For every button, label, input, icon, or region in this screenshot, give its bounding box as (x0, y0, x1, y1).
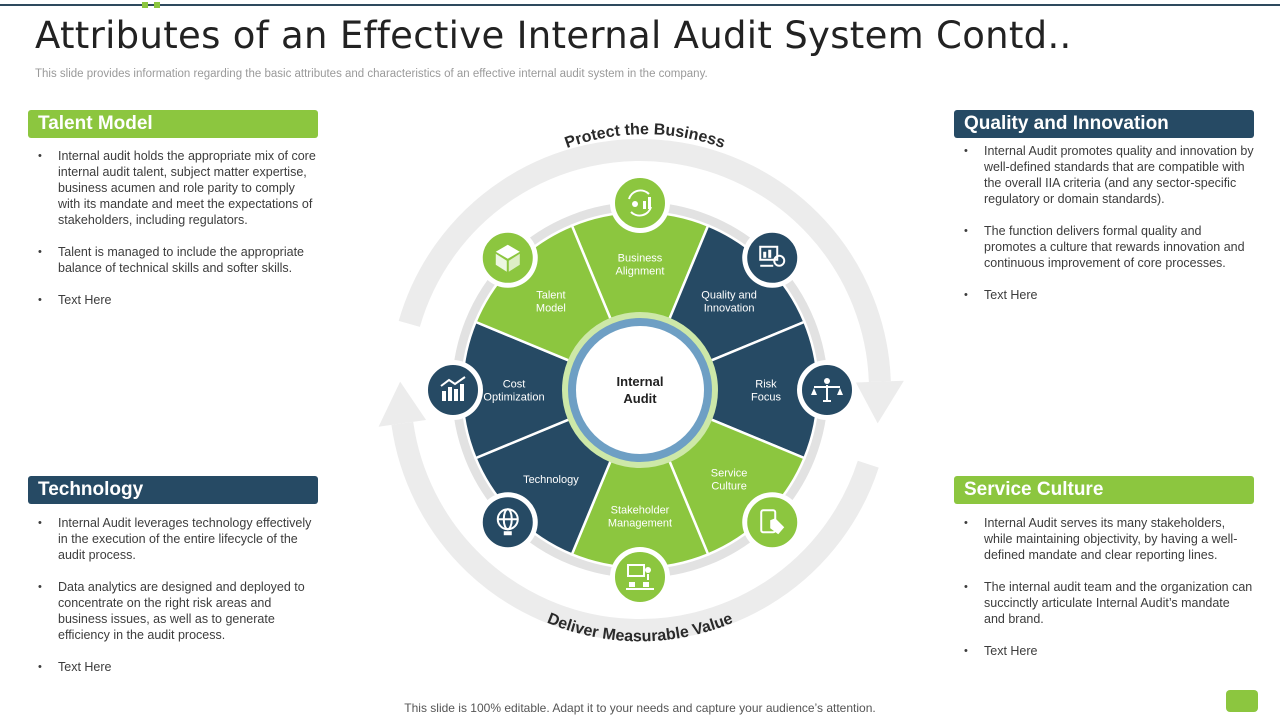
bullet-item: Internal Audit promotes quality and inno… (964, 143, 1254, 207)
footer-note: This slide is 100% editable. Adapt it to… (404, 701, 876, 715)
center-label-line2: Audit (623, 391, 657, 406)
segment-label: Stakeholder (611, 505, 670, 517)
bullet-item: Internal Audit serves its many stakehold… (964, 515, 1254, 563)
bullet-item: Text Here (964, 287, 1254, 303)
bullet-item: Text Here (964, 643, 1254, 659)
quality-innovation-bullets: Internal Audit promotes quality and inno… (954, 143, 1254, 319)
bullet-item: Text Here (38, 292, 318, 308)
slide-subtitle: This slide provides information regardin… (35, 68, 708, 80)
segment-label: Service (711, 468, 748, 480)
segment-label: Risk (755, 379, 777, 391)
segment-label: Culture (711, 481, 746, 493)
talent-model-header: Talent Model (28, 110, 318, 138)
center-disc (576, 326, 704, 454)
center-hub: Internal Audit (562, 312, 718, 468)
box-package-icon (477, 227, 538, 288)
audit-attributes-wheel: Protect the Business Deliver Measurable … (378, 121, 904, 645)
segment-label: Cost (503, 379, 526, 391)
segment-label: Optimization (483, 392, 544, 404)
service-culture-header: Service Culture (954, 476, 1254, 504)
bullet-item: Talent is managed to include the appropr… (38, 244, 318, 276)
top-accent-dot (142, 2, 148, 8)
people-cycle-growth-icon (610, 173, 670, 233)
segment-label: Management (608, 518, 672, 530)
bullet-item: The internal audit team and the organiza… (964, 579, 1254, 627)
corner-badge (1226, 690, 1258, 712)
segment-label: Technology (523, 474, 579, 486)
icon-badge (745, 230, 800, 285)
bullet-item: Internal audit holds the appropriate mix… (38, 148, 318, 228)
presenter-audience-icon (610, 547, 670, 607)
icon-badge (613, 176, 667, 230)
icon-badge (480, 495, 535, 550)
technology-bullets: Internal Audit leverages technology effe… (28, 515, 318, 691)
cycle-arc-bottom (391, 421, 879, 641)
bar-chart-growth-icon (423, 360, 483, 420)
segment-label: Innovation (704, 302, 755, 314)
service-culture-bullets: Internal Audit serves its many stakehold… (954, 515, 1254, 675)
cycle-arrowhead-right (855, 380, 904, 424)
icon-badge (426, 363, 480, 417)
center-label-line1: Internal (617, 374, 664, 389)
segment-label: Focus (751, 392, 781, 404)
segment-label: Business (618, 253, 663, 265)
bullet-item: Data analytics are designed and deployed… (38, 579, 318, 643)
segment-label: Model (536, 302, 566, 314)
quality-innovation-header: Quality and Innovation (954, 110, 1254, 138)
bullet-item: Internal Audit leverages technology effe… (38, 515, 318, 563)
bullet-item: Text Here (38, 659, 318, 675)
segment-label: Quality and (701, 289, 757, 301)
segment-label: Talent (536, 289, 565, 301)
talent-model-bullets: Internal audit holds the appropriate mix… (28, 148, 318, 324)
technology-header: Technology (28, 476, 318, 504)
balance-person-icon (797, 360, 857, 420)
bullet-item: The function delivers formal quality and… (964, 223, 1254, 271)
slide-title: Attributes of an Effective Internal Audi… (35, 14, 1072, 57)
globe-bulb-icon (477, 492, 538, 553)
top-rule (0, 4, 1280, 6)
chart-presentation-lightbulb-icon (742, 227, 803, 288)
outer-cycle-arrows (378, 139, 904, 641)
top-accent-dot (154, 2, 160, 8)
segment-label: Alignment (616, 266, 665, 278)
cycle-arc-top (398, 139, 891, 383)
cycle-arrowhead-left (378, 381, 427, 427)
hand-touch-screen-icon (742, 492, 803, 553)
segment-icons (423, 173, 857, 607)
